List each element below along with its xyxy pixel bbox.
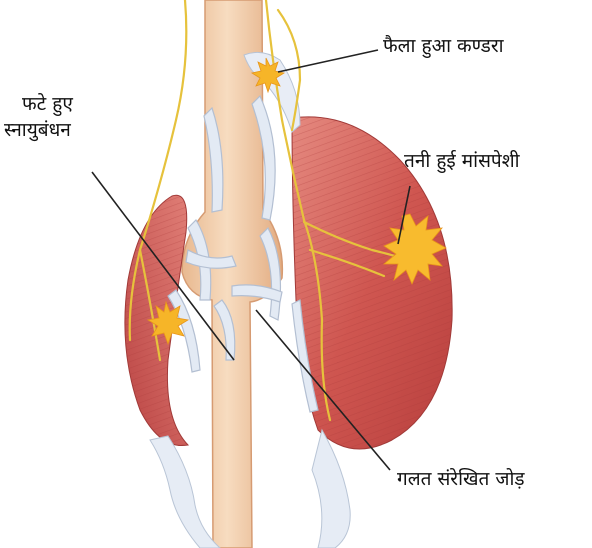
torn-ligaments-label-line2: स्नायुबंधन xyxy=(4,118,73,144)
strained-muscle-label: तनी हुई मांसपेशी xyxy=(404,149,520,175)
stretched-tendon-label: फैला हुआ कण्डरा xyxy=(383,34,504,60)
tendon-leader-line xyxy=(278,50,378,72)
torn-ligaments-label-line1: फटे हुए xyxy=(4,92,73,118)
misaligned-joint-label: गलत संरेखित जोड़ xyxy=(397,467,525,493)
torn-ligaments-label: फटे हुए स्नायुबंधन xyxy=(4,92,73,143)
